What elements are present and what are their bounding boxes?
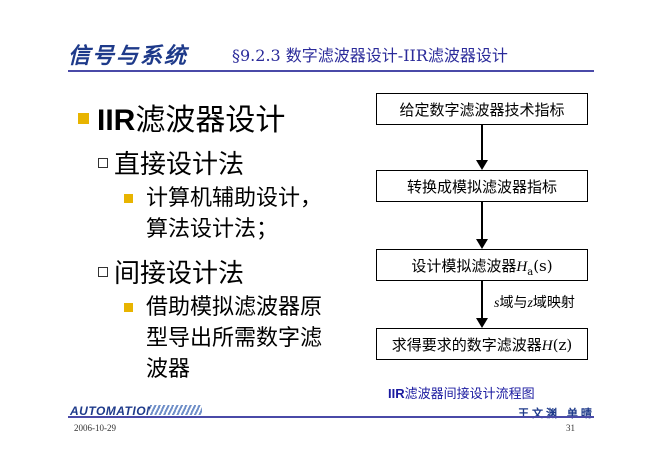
box-text: 求得要求的数字滤波器 (391, 336, 542, 354)
footer-logo: AUTOMATION (70, 404, 156, 418)
map-end: 域映射 (532, 295, 575, 311)
heading-prefix: IIR (97, 104, 136, 137)
outline-item-direct: 直接设计法 (98, 144, 244, 181)
flow-arrow (481, 281, 483, 319)
arrow-down-icon (476, 239, 488, 249)
footer-divider (68, 416, 594, 418)
course-logo: 信号与系统 (68, 43, 189, 69)
transfer-var: H (541, 338, 553, 354)
item-label: 直接设计法 (114, 150, 245, 180)
map-mid: 域与 (499, 295, 528, 311)
box-text: 设计模拟滤波器 (411, 257, 517, 275)
outline-heading: IIR滤波器设计 (78, 95, 285, 139)
item-label: 间接设计法 (114, 259, 245, 289)
transfer-sub: a (527, 267, 534, 278)
subitem-line: 借助模拟滤波器原 (146, 295, 323, 320)
subitem-line: 型导出所需数字滤 (146, 326, 323, 351)
flow-arrow (481, 125, 483, 161)
caption-prefix: IIR (388, 386, 405, 401)
caption-rest: 滤波器间接设计流程图 (404, 387, 535, 402)
subitem-line: 计算机辅助设计， (146, 186, 323, 211)
square-bullet-icon (124, 194, 133, 203)
transfer-arg: (z) (552, 336, 573, 354)
subitem-line: 算法设计法； (146, 217, 279, 242)
map-z: z (527, 296, 533, 311)
arrow-down-icon (476, 160, 488, 170)
page-number: 31 (566, 423, 575, 433)
footer-date: 2006-10-29 (74, 423, 116, 433)
flow-box-digital-spec: 给定数字滤波器技术指标 (376, 93, 588, 125)
map-s: s (494, 296, 500, 311)
square-bullet-icon (78, 113, 89, 124)
hollow-square-bullet-icon (98, 267, 108, 277)
mapping-label: s域与z域映射 (494, 292, 575, 312)
flow-box-analog-design: 设计模拟滤波器Ha(s) (376, 249, 588, 281)
flow-arrow (481, 202, 483, 240)
header-divider (68, 70, 594, 72)
hollow-square-bullet-icon (98, 158, 108, 168)
footer-stripe-decoration (150, 405, 202, 415)
outline-item-indirect: 间接设计法 (98, 253, 244, 290)
flow-box-digital-result: 求得要求的数字滤波器H(z) (376, 328, 588, 360)
subitem-line: 波器 (146, 357, 191, 382)
section-title: §9.2.3 数字滤波器设计-IIR滤波器设计 (232, 46, 508, 65)
flow-box-analog-spec: 转换成模拟滤波器指标 (376, 170, 588, 202)
flowchart-caption: IIR滤波器间接设计流程图 (388, 383, 535, 402)
transfer-var: H (516, 259, 528, 275)
outline-subitem-indirect: 借助模拟滤波器原 型导出所需数字滤 波器 (124, 292, 323, 385)
footer-author: 王文渊 单晴 (518, 407, 595, 420)
heading-rest: 滤波器设计 (135, 103, 286, 138)
transfer-arg: (s) (533, 257, 553, 275)
outline-subitem-direct: 计算机辅助设计， 算法设计法； (124, 183, 323, 245)
arrow-down-icon (476, 318, 488, 328)
square-bullet-icon (124, 303, 133, 312)
